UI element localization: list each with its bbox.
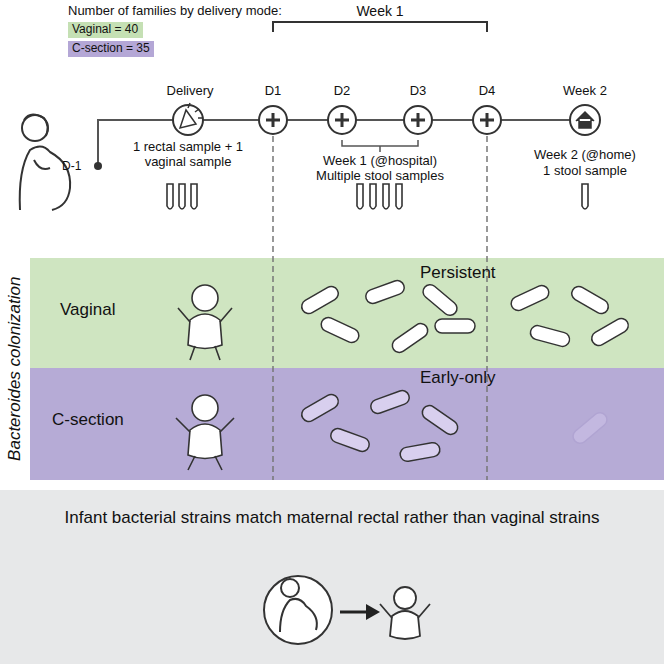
label: D-1 — [62, 160, 81, 174]
label: Week 2 (@home) — [534, 148, 636, 163]
house — [576, 112, 594, 128]
d4-dashed-line — [486, 136, 488, 480]
baby-vaginal — [178, 285, 232, 360]
label: D2 — [334, 84, 351, 99]
timeline-dot — [94, 162, 102, 170]
baby-bottom — [380, 587, 430, 639]
week1-bracket — [273, 22, 487, 32]
label: Week 2 — [563, 84, 607, 99]
mother-bottom — [264, 576, 332, 644]
band-label: C-section — [52, 410, 124, 430]
legend-box: Vaginal = 40 — [68, 22, 143, 38]
bacterium — [369, 389, 411, 416]
day-marker — [328, 106, 356, 134]
day-marker — [473, 106, 501, 134]
transfer-arrow — [340, 611, 368, 614]
band: Infant bacterial strains match maternal … — [0, 490, 664, 664]
transfer-arrowhead — [366, 604, 380, 620]
bacterium — [569, 284, 611, 316]
day-marker — [259, 106, 287, 134]
bacterium — [399, 442, 441, 463]
tube — [357, 184, 363, 209]
band-label: Persistent — [420, 263, 496, 283]
bacterium — [299, 284, 341, 316]
label: D4 — [479, 84, 496, 99]
label: Week 1 — [356, 3, 403, 19]
bacterium — [364, 279, 406, 306]
label: 1 rectal sample + 1 vaginal sample — [118, 140, 258, 170]
tube — [383, 184, 389, 209]
label: 1 stool sample — [543, 164, 627, 179]
bacterium — [299, 392, 341, 424]
bacterium — [420, 403, 461, 437]
d1-dashed-line — [272, 136, 274, 480]
tube — [191, 184, 197, 209]
label: Multiple stool samples — [316, 169, 444, 184]
bacterium — [329, 427, 371, 454]
vaginal-band-ground — [30, 258, 664, 368]
tube — [167, 184, 173, 209]
day-marker — [404, 106, 432, 134]
count-label: Vaginal = 40 — [72, 23, 138, 37]
label: Week 1 (@hospital) — [323, 154, 437, 169]
bacterium — [570, 410, 610, 446]
band-label: Early-only — [420, 368, 496, 388]
band: C-section Early-only — [30, 368, 664, 480]
bacterium — [529, 324, 571, 348]
band: Vaginal Persistent — [30, 258, 664, 368]
band-label: Vaginal — [60, 300, 115, 320]
bacteria — [299, 279, 631, 463]
baby-csection — [176, 395, 234, 470]
bacterium — [509, 283, 551, 313]
count-label: C-section = 35 — [72, 42, 150, 56]
label: Delivery — [167, 84, 214, 99]
axis-label: Bacteroides colonization — [5, 277, 25, 461]
bacterium — [319, 315, 361, 345]
tube — [582, 184, 588, 209]
csection-band-ground — [30, 368, 664, 480]
sample-tubes — [167, 184, 588, 209]
home-icon — [570, 105, 600, 135]
d2-d3-bracket — [342, 140, 418, 152]
label: Number of families by delivery mode: — [68, 4, 282, 19]
legend-box: C-section = 35 — [68, 41, 154, 57]
label: D3 — [410, 84, 427, 99]
tube — [179, 184, 185, 209]
bacterium — [589, 316, 631, 348]
tube — [370, 184, 376, 209]
tube — [396, 184, 402, 209]
party-popper — [180, 103, 203, 128]
bacterium — [420, 282, 460, 318]
bacterium — [390, 321, 431, 355]
bottom-band-ground — [0, 490, 664, 664]
label: D1 — [265, 84, 282, 99]
bacterium — [435, 319, 475, 333]
band-label: Infant bacterial strains match maternal … — [0, 508, 664, 528]
